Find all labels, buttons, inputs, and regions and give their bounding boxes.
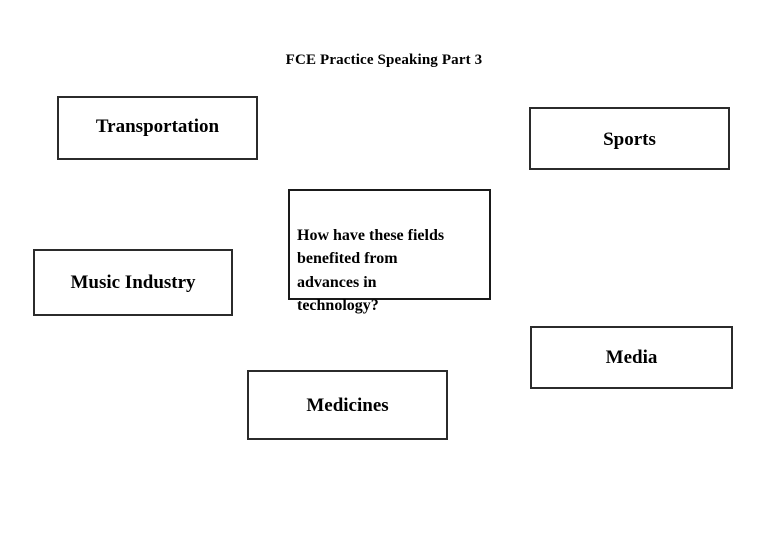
topic-box-sports[interactable]: Sports	[529, 107, 730, 170]
topic-label-music-industry: Music Industry	[70, 272, 196, 293]
topic-label-transportation: Transportation	[95, 115, 220, 137]
topic-label-sports: Sports	[603, 129, 656, 150]
topic-box-medicines[interactable]: Medicines	[247, 370, 448, 440]
topic-label-media: Media	[605, 347, 658, 368]
page-title: FCE Practice Speaking Part 3	[285, 52, 483, 68]
topic-box-media[interactable]: Media	[530, 326, 733, 389]
central-question-box[interactable]: How have these fields benefited from adv…	[288, 189, 491, 314]
topic-box-music-industry[interactable]: Music Industry	[33, 249, 233, 316]
topic-box-transportation[interactable]: Transportation	[57, 96, 258, 160]
central-question-text: How have these fields benefited from adv…	[297, 226, 445, 315]
topic-label-medicines: Medicines	[306, 394, 389, 416]
